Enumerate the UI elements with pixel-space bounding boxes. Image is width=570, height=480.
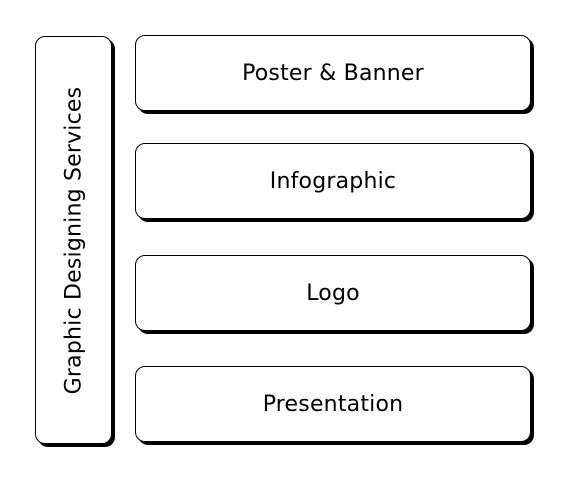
service-label: Logo — [306, 280, 360, 306]
service-box-presentation: Presentation — [135, 366, 531, 442]
category-label: Graphic Designing Services — [61, 86, 86, 394]
service-label: Poster & Banner — [242, 60, 424, 86]
service-label: Presentation — [262, 391, 404, 417]
category-box: Graphic Designing Services — [35, 36, 112, 444]
service-label: Infographic — [269, 168, 397, 194]
service-box-logo: Logo — [135, 255, 531, 331]
service-box-poster-banner: Poster & Banner — [135, 35, 531, 111]
service-box-infographic: Infographic — [135, 143, 531, 219]
